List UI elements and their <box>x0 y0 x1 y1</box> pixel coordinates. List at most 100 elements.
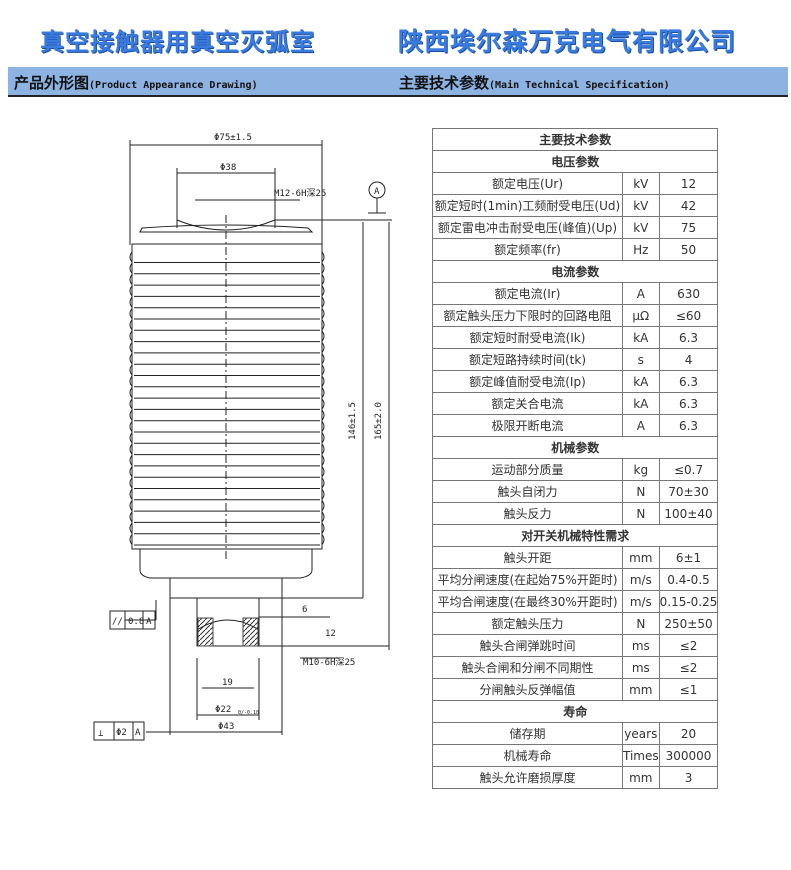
rib <box>129 466 325 478</box>
param-unit: Times <box>622 744 660 767</box>
bottom-thread-label: M10-6H深25 <box>303 657 355 668</box>
param-unit: N <box>622 502 660 525</box>
spec-subtitle: (Main Technical Specification) <box>489 80 670 91</box>
rib <box>129 364 325 376</box>
param-unit: kV <box>622 216 660 239</box>
param-value: ≤0.7 <box>658 458 719 481</box>
product-drawing: Φ75±1.5 Φ38 M12-6H深25 A 146±1.5 165±2.0 … <box>93 133 392 741</box>
section-header-row: 机械参数 <box>431 436 719 459</box>
section-header: 电压参数 <box>431 150 719 173</box>
rib <box>129 330 325 343</box>
param-name: 分闸触头反弹幅值 <box>432 678 623 701</box>
dim-top-diameter: Φ38 <box>220 163 236 173</box>
param-name: 额定雷电冲击耐受电压(峰值)(Up) <box>432 216 623 239</box>
company-name: 陕西埃尔森万克电气有限公司 <box>398 27 737 56</box>
rib <box>129 251 325 263</box>
param-unit: kV <box>622 172 660 195</box>
parallel-icon: // <box>112 617 123 627</box>
dim-6: 6 <box>302 605 307 615</box>
param-unit: A <box>622 414 660 437</box>
rib <box>129 477 325 489</box>
param-name: 额定电压(Ur) <box>432 172 623 195</box>
param-value: 0.4-0.5 <box>658 568 719 591</box>
param-value: 0.15-0.25 <box>658 590 719 613</box>
rib <box>129 409 325 422</box>
section-header-row: 对开关机械特性需求 <box>431 524 719 547</box>
param-value: ≤1 <box>658 678 719 701</box>
param-name: 平均合闸速度(在最终30%开距时) <box>432 590 623 613</box>
perp-ref: A <box>135 728 141 738</box>
parallel-tolerance: 0.8 <box>128 617 144 627</box>
rib <box>129 262 325 275</box>
param-unit: kg <box>622 458 660 481</box>
dim-22: Φ22 <box>215 705 231 715</box>
param-value: 20 <box>658 722 719 745</box>
rib <box>129 443 325 456</box>
param-unit: years <box>622 722 660 745</box>
param-value: ≤2 <box>658 634 719 657</box>
param-unit: m/s <box>622 568 660 591</box>
param-unit: mm <box>622 546 660 569</box>
param-value: ≤2 <box>658 656 719 679</box>
param-name: 触头合闸弹跳时间 <box>432 634 623 657</box>
param-unit: ms <box>622 656 660 679</box>
param-name: 储存期 <box>432 722 623 745</box>
rib <box>129 353 325 365</box>
rib <box>129 488 325 501</box>
dim-height-2: 165±2.0 <box>374 402 384 440</box>
param-name: 触头自闭力 <box>432 480 623 503</box>
param-name: 额定电流(Ir) <box>432 282 623 305</box>
dim-43: Φ43 <box>218 722 234 732</box>
param-value: 6.3 <box>658 414 719 437</box>
rib <box>129 274 325 286</box>
rib <box>129 319 325 331</box>
param-value: 3 <box>658 766 719 789</box>
param-name: 平均分闸速度(在起始75%开距时) <box>432 568 623 591</box>
param-value: 70±30 <box>658 480 719 503</box>
param-unit: A <box>622 282 660 305</box>
param-name: 机械寿命 <box>432 744 623 767</box>
drawing-section-title: 产品外形图(Product Appearance Drawing) <box>14 72 258 93</box>
section-header: 对开关机械特性需求 <box>431 524 719 547</box>
drawing-title: 产品外形图 <box>14 74 90 92</box>
spec-title: 主要技术参数 <box>399 74 490 92</box>
rib <box>129 387 325 399</box>
dim-outer-diameter: Φ75±1.5 <box>214 133 252 143</box>
param-name: 极限开断电流 <box>432 414 623 437</box>
param-name: 触头反力 <box>432 502 623 525</box>
param-value: 6.3 <box>658 326 719 349</box>
rib <box>129 421 325 433</box>
dim-height-1: 146±1.5 <box>348 402 358 440</box>
param-value: 250±50 <box>658 612 719 635</box>
param-name: 额定关合电流 <box>432 392 623 415</box>
param-value: 6.3 <box>658 392 719 415</box>
spec-section-title: 主要技术参数(Main Technical Specification) <box>399 72 670 93</box>
param-value: 4 <box>658 348 719 371</box>
param-unit: Hz <box>622 238 660 261</box>
top-thread-label: M12-6H深25 <box>274 188 326 199</box>
param-value: 630 <box>658 282 719 305</box>
perp-tolerance: Φ2 <box>116 728 127 738</box>
spec-table-title: 主要技术参数 <box>431 128 719 151</box>
product-title: 真空接触器用真空灭弧室 <box>40 28 315 56</box>
rib <box>129 522 325 535</box>
param-value: 6.3 <box>658 370 719 393</box>
param-unit: kA <box>622 326 660 349</box>
param-unit: kV <box>622 194 660 217</box>
section-header: 寿命 <box>431 700 719 723</box>
param-value: ≤60 <box>658 304 719 327</box>
